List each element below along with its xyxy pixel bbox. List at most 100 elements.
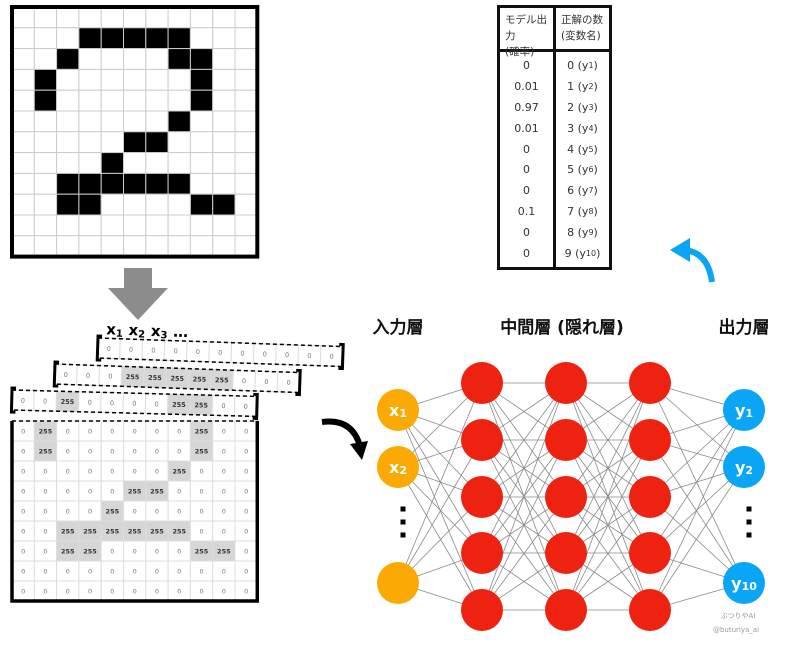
variable-subscript: 6 <box>588 165 594 175</box>
pixel-black <box>123 172 147 195</box>
matrix-value: 0 <box>177 548 181 556</box>
pixel-white <box>11 48 35 70</box>
strip-value: 0 <box>64 371 68 379</box>
pixel-white <box>56 89 80 112</box>
matrix-value: 0 <box>244 568 248 576</box>
matrix-value: 0 <box>222 588 226 596</box>
edge <box>649 466 745 611</box>
edge <box>649 409 745 554</box>
pixel-image <box>10 5 260 259</box>
hidden-layer-title: 中間層 (隠れ層) <box>500 317 623 338</box>
pixel-white <box>100 214 124 237</box>
header-line: (変数名) <box>561 30 601 42</box>
matrix-value: 0 <box>244 508 248 516</box>
digit: 0 <box>567 58 575 72</box>
pixel-white <box>212 152 236 174</box>
matrix-value: 0 <box>155 468 159 476</box>
pixel-white <box>167 131 191 154</box>
strip-value: 255 <box>193 375 207 383</box>
strip-value: 0 <box>129 346 133 354</box>
pixel-white <box>11 131 35 154</box>
ellipsis-dot <box>400 532 406 538</box>
output-node <box>723 389 765 431</box>
strip-value: 0 <box>329 353 333 361</box>
pixel-white <box>33 6 58 29</box>
hidden-node <box>545 362 587 404</box>
digit: 6 <box>567 184 575 198</box>
strip-value: 255 <box>170 375 184 383</box>
edge <box>397 382 483 584</box>
header-line: (確率) <box>505 46 535 58</box>
pixel-white <box>33 214 58 237</box>
edge <box>649 439 745 584</box>
variable-subscript: 9 <box>588 228 594 238</box>
pixel-white <box>123 89 147 112</box>
edge <box>397 466 483 611</box>
matrix-value: 255 <box>150 488 164 496</box>
pixel-white <box>234 89 258 112</box>
digit: 9 <box>564 247 572 261</box>
pixel-black <box>167 27 191 50</box>
pixel-white <box>78 48 102 70</box>
matrix-value: 0 <box>110 448 114 456</box>
strip-value: 0 <box>286 379 290 387</box>
input-layer-title: 入力層 <box>373 317 424 338</box>
pixel-white <box>33 235 58 258</box>
edge <box>481 382 567 611</box>
matrix-value: 0 <box>66 468 70 476</box>
curved-arrow-head <box>350 441 368 460</box>
pixel-black <box>189 68 214 91</box>
variable-subscript: 2 <box>588 81 594 91</box>
pixel-black <box>100 27 124 50</box>
pixel-white <box>11 110 35 133</box>
pixel-white <box>145 152 169 174</box>
edge <box>481 382 567 554</box>
pixel-white <box>234 235 258 258</box>
matrix-value: 255 <box>128 488 142 496</box>
pixel-white <box>123 214 147 237</box>
pixel-white <box>167 193 191 216</box>
pixel-white <box>78 214 102 237</box>
pixel-white <box>167 89 191 112</box>
strip-value: 0 <box>242 377 246 385</box>
pixel-white <box>56 152 80 174</box>
pixel-white <box>100 68 124 91</box>
strip-value: 0 <box>221 402 225 410</box>
pixel-white <box>11 152 35 174</box>
matrix-value: 0 <box>66 588 70 596</box>
strip-value: 0 <box>151 346 155 354</box>
subscript: 1 <box>745 407 753 420</box>
matrix-value: 255 <box>61 528 75 536</box>
digit: 4 <box>567 142 575 156</box>
pixel-white <box>33 193 58 216</box>
subscript: 1 <box>399 407 407 420</box>
matrix-value: 0 <box>88 508 92 516</box>
probability-cell: 0.1 <box>517 205 536 219</box>
pixel-white <box>212 89 236 112</box>
edge <box>481 382 567 498</box>
strip-value: 0 <box>173 347 177 355</box>
matrix-value: 0 <box>222 528 226 536</box>
pixel-black <box>145 172 169 195</box>
header-line: 正解の数 <box>561 14 603 26</box>
pixel-white <box>78 89 102 112</box>
probability-cell: 0 <box>523 58 530 72</box>
pixel-white <box>212 27 236 50</box>
matrix-value: 0 <box>199 588 203 596</box>
pixel-white <box>56 68 80 91</box>
pixel-white <box>123 6 147 29</box>
matrix-value: 0 <box>244 428 248 436</box>
matrix-value: 0 <box>244 528 248 536</box>
matrix-value: 0 <box>88 448 92 456</box>
edge <box>649 496 745 584</box>
strip-label: … <box>173 323 189 342</box>
matrix-value: 0 <box>66 508 70 516</box>
